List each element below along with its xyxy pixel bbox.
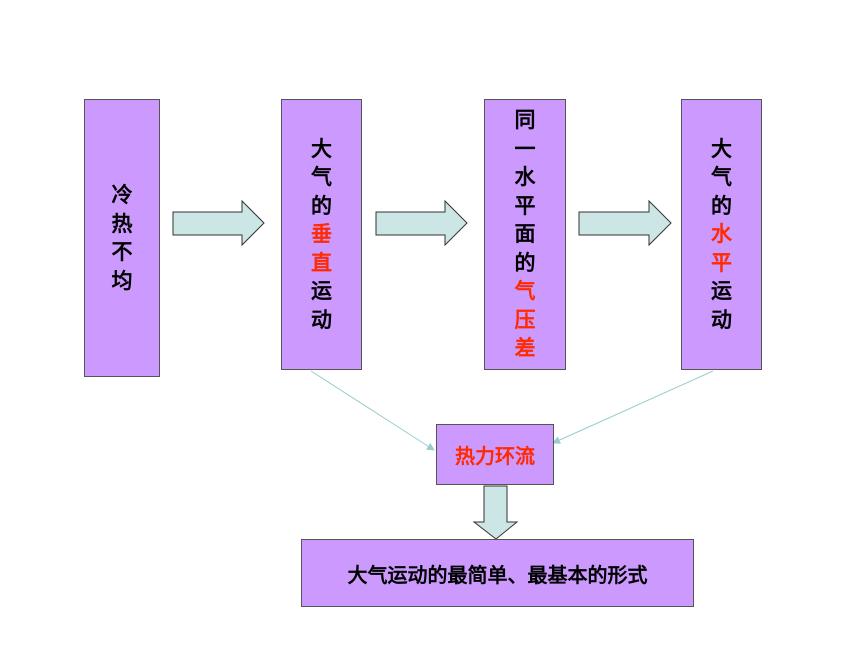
block-arrow-3 — [578, 199, 672, 247]
connector-line-left — [310, 370, 435, 451]
pressure-difference-text: 同一水平面的 气压差 — [515, 106, 536, 363]
conclusion-label: 大气运动的最简单、最基本的形式 — [347, 562, 648, 587]
horizontal-motion-text: 大气的 水平 运动 — [711, 135, 732, 335]
block-arrow-1 — [172, 199, 265, 247]
vertical-motion-text-part: 大气的 — [311, 136, 332, 218]
pressure-difference-highlight: 气压差 — [514, 279, 536, 361]
horizontal-motion-text-part: 大气的 — [711, 136, 732, 218]
block-arrow-down — [472, 485, 519, 540]
cause-text: 冷热不均 — [112, 181, 133, 295]
pressure-difference-box: 同一水平面的 气压差 — [484, 99, 566, 370]
cause-box: 冷热不均 — [84, 99, 160, 377]
vertical-motion-box: 大气的 垂直 运动 — [281, 99, 362, 370]
thermal-circulation-box: 热力环流 — [436, 424, 554, 485]
connector-line-right — [552, 370, 714, 444]
horizontal-motion-highlight: 水平 — [711, 222, 732, 275]
block-arrow-2 — [375, 199, 468, 247]
thermal-circulation-label: 热力环流 — [455, 444, 535, 468]
conclusion-box: 大气运动的最简单、最基本的形式 — [301, 539, 694, 607]
vertical-motion-highlight: 垂直 — [311, 222, 332, 275]
vertical-motion-text: 大气的 垂直 运动 — [311, 135, 332, 335]
cause-text-part: 冷热不均 — [111, 183, 133, 293]
horizontal-motion-text-part: 运动 — [711, 279, 732, 332]
horizontal-motion-box: 大气的 水平 运动 — [681, 99, 762, 370]
pressure-difference-text-part: 同一水平面的 — [514, 108, 536, 275]
vertical-motion-text-part: 运动 — [311, 279, 332, 332]
